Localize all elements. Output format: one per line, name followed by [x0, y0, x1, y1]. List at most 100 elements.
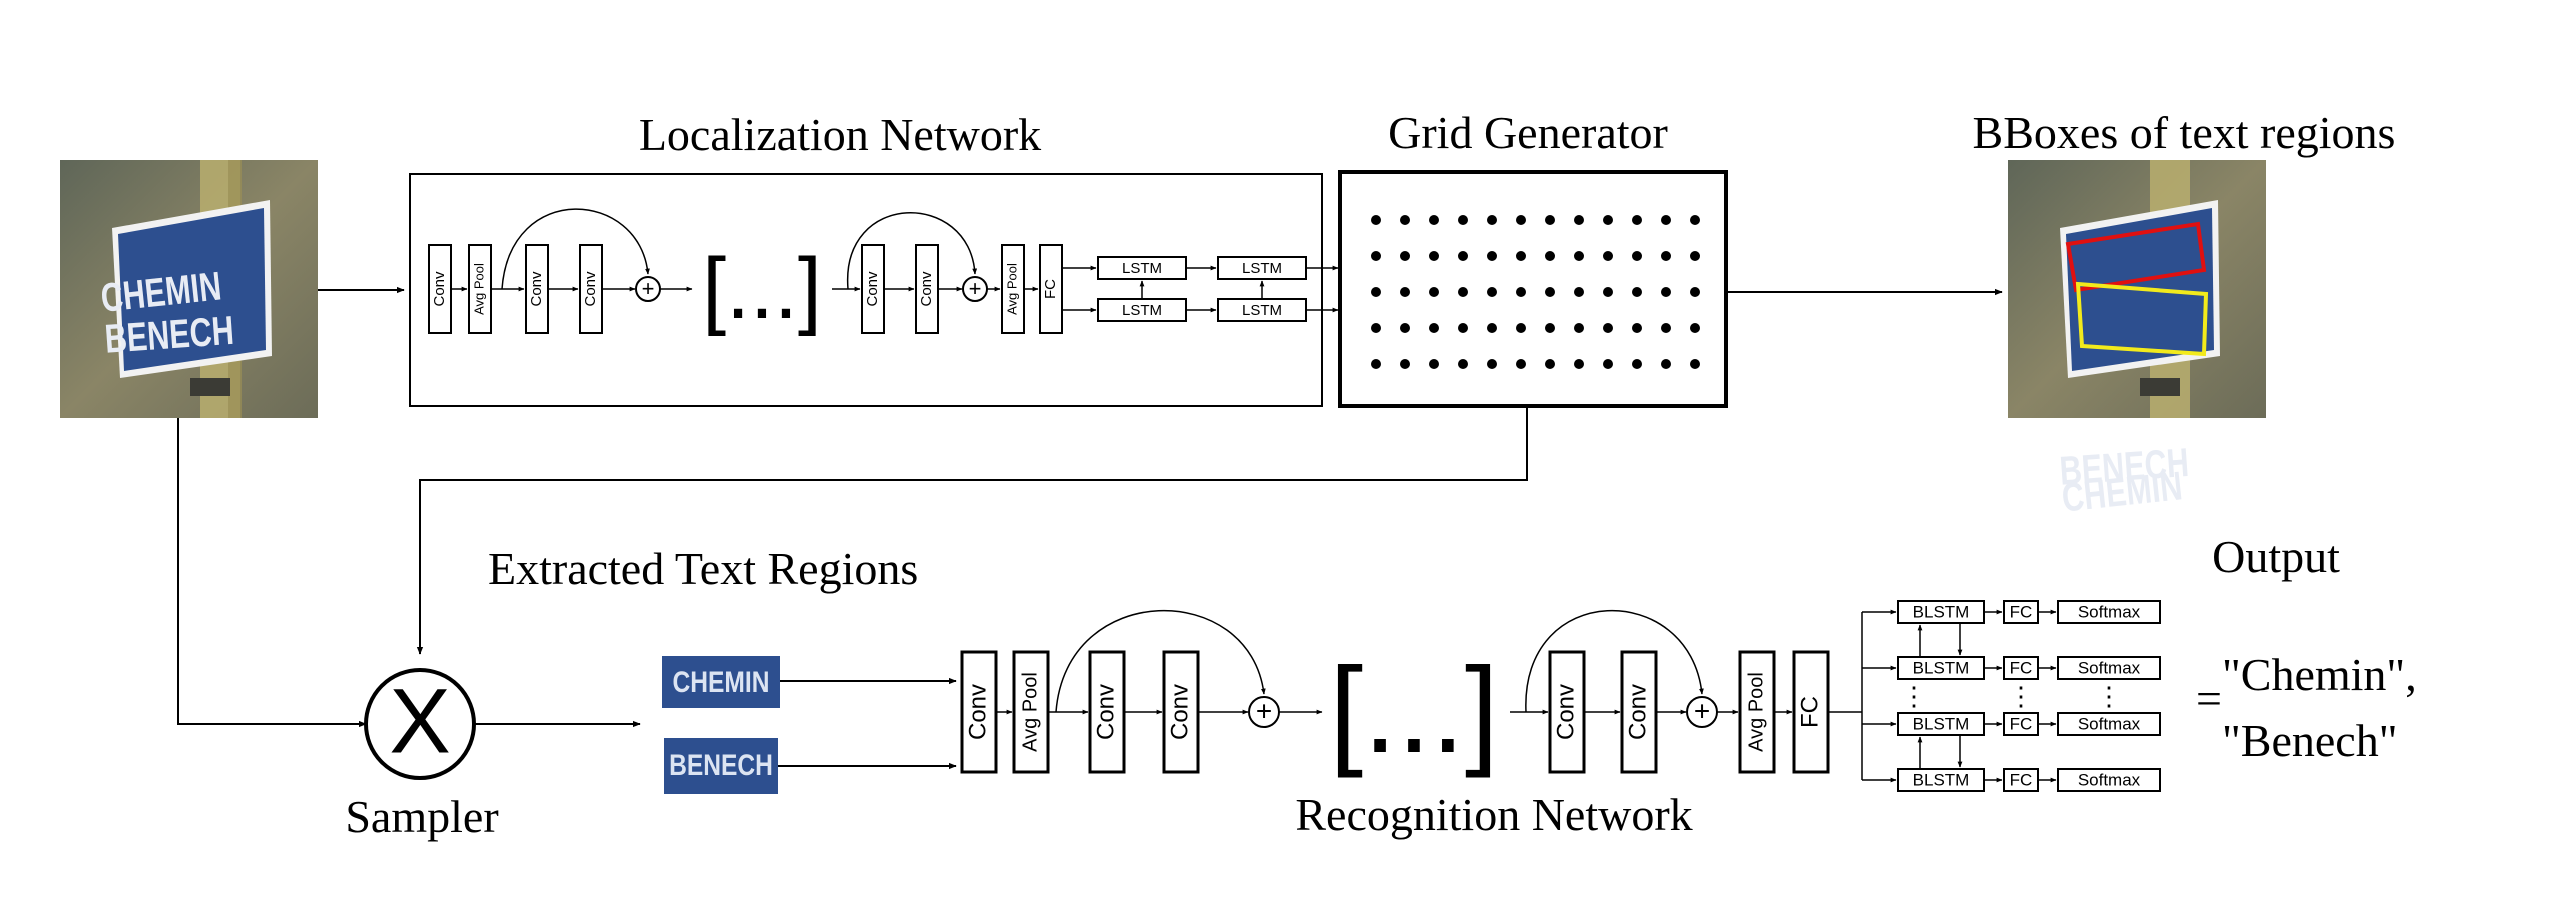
grid-dot	[1429, 287, 1439, 297]
recognition-network-title: Recognition Network	[1295, 789, 1692, 840]
grid-dot	[1690, 251, 1700, 261]
localization-layers: Conv Avg Pool Conv Conv + [...] Conv Con…	[428, 208, 1339, 337]
rec-conv-2	[1088, 650, 1126, 774]
grid-dot	[1545, 287, 1555, 297]
grid-dot	[1661, 287, 1671, 297]
rec-conv-1-label: Conv	[964, 684, 991, 740]
grid-dot	[1690, 287, 1700, 297]
grid-dot	[1545, 323, 1555, 333]
rec-row-fc-4-label: FC	[2010, 770, 2033, 789]
grid-dot	[1632, 323, 1642, 333]
bboxes-output-image: CHEMIN BENECH	[2008, 160, 2266, 521]
loc-conv-3-label: Conv	[582, 271, 599, 307]
arrow-grid-to-sampler	[416, 406, 1528, 655]
loc-plus-2-label: +	[969, 276, 982, 301]
rec-avgpool-2-label: Avg Pool	[1745, 672, 1767, 752]
grid-dot	[1429, 215, 1439, 225]
grid-dot	[1400, 287, 1410, 297]
extracted-region-1: CHEMIN	[662, 656, 780, 708]
rec-skip-connection-2	[1525, 609, 1704, 713]
grid-dot	[1400, 215, 1410, 225]
bboxes-title: BBoxes of text regions	[1973, 107, 2396, 158]
sampler-label: Sampler	[345, 791, 498, 842]
extracted-region-2: BENECH	[664, 738, 778, 794]
loc-lstm-2-label: LSTM	[1122, 302, 1162, 319]
bbox-red	[2065, 221, 2207, 293]
grid-generator-box	[1338, 170, 1728, 408]
rec-row-fc-3-label: FC	[2010, 714, 2033, 733]
grid-dot	[1632, 287, 1642, 297]
vertical-ellipsis: ⋮	[1901, 681, 1927, 711]
output-word-1: "Chemin",	[2222, 649, 2417, 700]
grid-dot	[1487, 359, 1497, 369]
grid-dot	[1690, 323, 1700, 333]
grid-dot	[1371, 323, 1381, 333]
grid-dot	[1458, 251, 1468, 261]
output-equals: =	[2196, 673, 2222, 724]
loc-avgpool-1-label: Avg Pool	[471, 263, 486, 315]
grid-dot	[1603, 359, 1613, 369]
extracted-text-regions-title: Extracted Text Regions	[488, 543, 918, 594]
loc-fc-label: FC	[1042, 279, 1059, 299]
loc-lstm-3-label: LSTM	[1242, 260, 1282, 277]
grid-dot	[1400, 359, 1410, 369]
loc-lstm-4-label: LSTM	[1242, 302, 1282, 319]
grid-dot	[1690, 215, 1700, 225]
grid-dot	[1574, 251, 1584, 261]
sign-text-line2: BENECH	[103, 308, 235, 362]
grid-dot	[1371, 287, 1381, 297]
grid-dot	[1487, 215, 1497, 225]
arrow-image-to-sampler	[177, 418, 367, 728]
grid-dot	[1661, 359, 1671, 369]
rec-skip-connection-1	[1055, 609, 1266, 713]
rec-fc-label: FC	[1796, 696, 1823, 728]
bbox-yellow	[2075, 281, 2209, 357]
output-title: Output	[2212, 531, 2340, 582]
grid-dot	[1545, 215, 1555, 225]
grid-dot	[1400, 323, 1410, 333]
grid-dot	[1516, 287, 1526, 297]
rec-fc	[1792, 650, 1830, 774]
grid-dot	[1574, 359, 1584, 369]
grid-dot	[1487, 251, 1497, 261]
grid-dot	[1690, 359, 1700, 369]
rec-softmax-3	[2057, 712, 2161, 736]
rec-conv-4-label: Conv	[1552, 684, 1579, 740]
loc-lstm-1-label: LSTM	[1122, 260, 1162, 277]
grid-generator-title: Grid Generator	[1388, 107, 1668, 158]
rec-plus-2-label: +	[1694, 695, 1710, 726]
grid-dot	[1400, 251, 1410, 261]
loc-avgpool-2-label: Avg Pool	[1004, 263, 1019, 315]
grid-dot	[1632, 215, 1642, 225]
rec-softmax-1	[2057, 600, 2161, 624]
rec-softmax-2-label: Softmax	[2078, 658, 2141, 677]
extracted-region-2-text: BENECH	[669, 748, 773, 782]
grid-dot	[1603, 215, 1613, 225]
sampler-symbol: X	[389, 670, 450, 772]
grid-dot	[1545, 359, 1555, 369]
grid-dot	[1603, 287, 1613, 297]
rec-softmax-4	[2057, 768, 2161, 792]
fanout-connectors	[1828, 609, 1897, 783]
extracted-region-1-text: CHEMIN	[672, 665, 769, 699]
rec-softmax-2	[2057, 656, 2161, 680]
grid-dot	[1661, 251, 1671, 261]
loc-conv-1-label: Conv	[431, 271, 448, 307]
grid-dot	[1545, 251, 1555, 261]
rec-blstm-2-label: BLSTM	[1913, 658, 1970, 677]
rec-avgpool-1	[1012, 650, 1050, 774]
grid-dot	[1371, 359, 1381, 369]
grid-dot	[1632, 251, 1642, 261]
rec-softmax-1-label: Softmax	[2078, 602, 2141, 621]
grid-dot	[1574, 287, 1584, 297]
vertical-ellipsis: ⋮	[2096, 681, 2122, 711]
grid-dot	[1516, 215, 1526, 225]
recognition-layers: Conv Avg Pool Conv Conv + [...] Conv Con…	[960, 609, 1830, 778]
grid-dot	[1487, 323, 1497, 333]
grid-dot	[1632, 359, 1642, 369]
loc-conv-4-label: Conv	[864, 271, 881, 307]
rec-plus-1-label: +	[1256, 695, 1272, 726]
rec-blstm-1-label: BLSTM	[1913, 602, 1970, 621]
